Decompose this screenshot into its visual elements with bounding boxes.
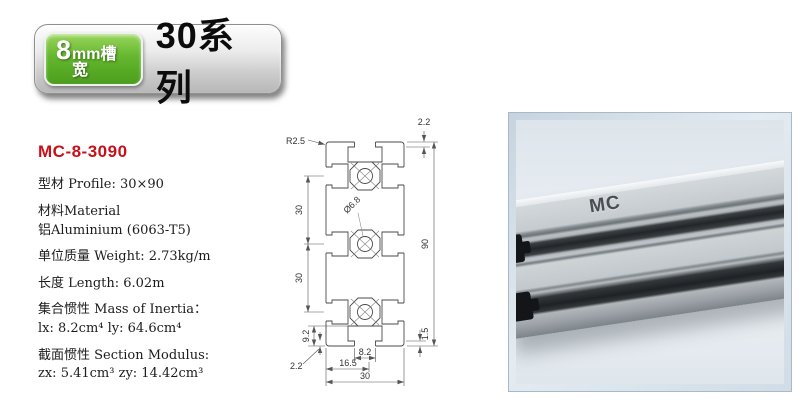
spec-weight: 单位质量 Weight: 2.73kg/m: [38, 249, 283, 265]
length-value: 长度 Length: 6.02m: [38, 275, 165, 291]
inertia-values: lx: 8.2cm⁴ ly: 64.6cm⁴: [38, 320, 182, 336]
dim-pitch-upper-label: 30: [294, 205, 304, 215]
profile-size: 型材 Profile: 30×90: [38, 177, 164, 193]
dim-pitch-lower-label: 30: [294, 273, 304, 283]
modulus-values: zx: 5.41cm³ zy: 14.42cm³: [38, 366, 204, 382]
center-marks: [350, 162, 380, 326]
material-value: 铝Aluminium (6063-T5): [38, 222, 191, 238]
spec-material: 材料Material 铝Aluminium (6063-T5): [38, 204, 283, 238]
weight-value: 单位质量 Weight: 2.73kg/m: [38, 249, 211, 265]
brand-mark: MC: [587, 191, 623, 217]
spec-inertia: 集合惯性 Mass of Inertia： lx: 8.2cm⁴ ly: 64.…: [38, 302, 283, 336]
slot-width-number: 8: [56, 35, 72, 65]
series-badge: 8 mm槽宽 30系列: [34, 15, 282, 108]
t-slots: [326, 142, 404, 346]
cross-section-drawing: 2.2 R2.5 30 30 90 1.5 9.2 2.2 8.2 16.5 3…: [278, 110, 493, 400]
dim-slot-opening-label: 8.2: [359, 347, 372, 357]
dim-corner-radius-label: R2.5: [286, 136, 305, 146]
material-label: 材料Material: [38, 203, 121, 219]
dim-height-label: 90: [420, 239, 430, 249]
modulus-label: 截面惯性 Section Modulus:: [38, 347, 210, 363]
slot-width-badge: 8 mm槽宽: [44, 32, 143, 86]
dimension-lines: [302, 131, 438, 386]
cross-section-svg: 2.2 R2.5 30 30 90 1.5 9.2 2.2 8.2 16.5 3…: [286, 117, 438, 386]
spec-length: 长度 Length: 6.02m: [38, 276, 283, 292]
slot-width-unit: mm槽宽: [72, 46, 117, 79]
dim-lip-label: 1.5: [420, 328, 430, 341]
series-title: 30系列: [155, 15, 235, 108]
spec-modulus: 截面惯性 Section Modulus: zx: 5.41cm³ zy: 14…: [38, 348, 283, 382]
t-slot-hole-icon: [516, 233, 525, 265]
model-number: MC-8-3090: [38, 142, 128, 161]
product-photo: MC: [516, 120, 784, 384]
dim-top-wall-label: 2.2: [418, 117, 431, 127]
dim-hole-label: Ø6.8: [341, 194, 362, 215]
dim-width-label: 30: [360, 371, 370, 381]
slot-openings: [324, 140, 406, 348]
dim-slot-depth-label: 9.2: [301, 330, 311, 343]
product-photo-frame: MC: [508, 112, 792, 392]
t-slot-hole-icon: [516, 290, 534, 322]
dim-center-offset-label: 16.5: [339, 358, 357, 368]
inertia-label: 集合惯性 Mass of Inertia：: [38, 302, 207, 318]
aluminium-profile-image: MC: [516, 158, 784, 341]
cavities: [349, 161, 381, 327]
spec-column: MC-8-3090 型材 Profile: 30×90 材料Material 铝…: [38, 142, 283, 393]
spec-profile: 型材 Profile: 30×90: [38, 177, 283, 193]
dim-bottom-wall-label: 2.2: [290, 361, 303, 371]
